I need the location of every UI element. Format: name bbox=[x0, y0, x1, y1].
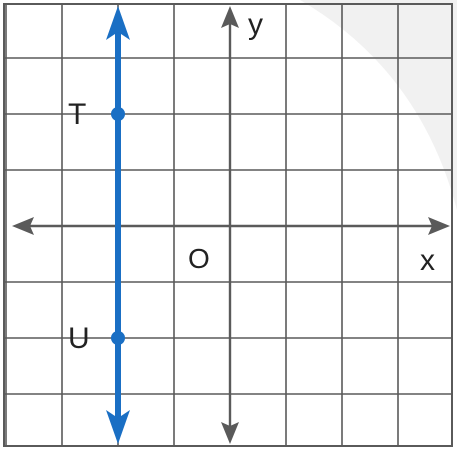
points: TU bbox=[68, 98, 125, 355]
point-t bbox=[111, 107, 125, 121]
y-axis-arrow-down bbox=[221, 422, 239, 444]
origin-label: O bbox=[188, 243, 210, 274]
y-axis-arrow-up bbox=[221, 6, 239, 28]
line-arrow-up bbox=[106, 6, 130, 40]
point-u bbox=[111, 331, 125, 345]
x-axis-label: x bbox=[420, 244, 435, 277]
x-axis-arrow-right bbox=[428, 217, 450, 235]
y-axis-label: y bbox=[248, 8, 263, 41]
page-shading bbox=[300, 0, 457, 210]
grid-border bbox=[3, 3, 453, 447]
x-axis-arrow-left bbox=[12, 217, 34, 235]
vertical-line bbox=[106, 6, 130, 444]
line-arrow-down bbox=[106, 410, 130, 444]
axes bbox=[12, 6, 450, 444]
point-label-t: T bbox=[68, 98, 86, 131]
point-label-u: U bbox=[68, 322, 90, 355]
